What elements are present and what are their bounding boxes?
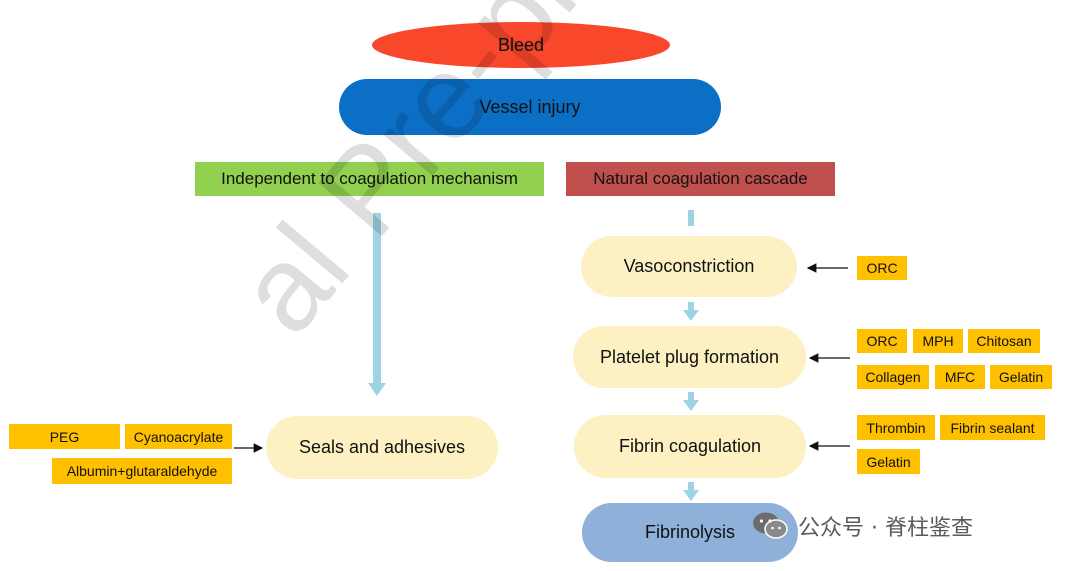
material-tag-chitosan: Chitosan bbox=[968, 329, 1040, 353]
arrow-to-fibrinolysis bbox=[688, 482, 694, 491]
material-tag-fibrin-sealant: Fibrin sealant bbox=[940, 415, 1045, 440]
natural-cascade-header: Natural coagulation cascade bbox=[566, 162, 835, 196]
material-tag-albumin-glutaraldehyde: Albumin+glutaraldehyde bbox=[52, 458, 232, 484]
footer-brand: 公众号 · 脊柱鉴查 bbox=[752, 510, 973, 542]
step-fibrin-coagulation: Fibrin coagulation bbox=[574, 415, 806, 478]
material-tag-orc: ORC bbox=[857, 329, 907, 353]
step-vasoconstriction: Vasoconstriction bbox=[581, 236, 797, 297]
independent-mechanism-header: Independent to coagulation mechanism bbox=[195, 162, 544, 196]
material-tag-orc: ORC bbox=[857, 256, 907, 280]
material-tag-gelatin: Gelatin bbox=[990, 365, 1052, 389]
wechat-icon bbox=[752, 511, 788, 541]
arrow-to-vasoconstriction bbox=[688, 210, 694, 226]
left-flow-arrowhead bbox=[368, 383, 386, 396]
step-platelet-plug-formation: Platelet plug formation bbox=[573, 326, 806, 388]
material-tag-thrombin: Thrombin bbox=[857, 415, 935, 440]
bleed-node: Bleed bbox=[372, 22, 670, 68]
vessel-injury-node: Vessel injury bbox=[339, 79, 721, 135]
left-flow-arrow bbox=[373, 213, 381, 385]
material-tag-mph: MPH bbox=[913, 329, 963, 353]
material-tag-collagen: Collagen bbox=[857, 365, 929, 389]
material-tag-peg: PEG bbox=[9, 424, 120, 449]
material-tag-cyanoacrylate: Cyanoacrylate bbox=[125, 424, 232, 449]
material-tag-gelatin: Gelatin bbox=[857, 449, 920, 474]
footer-brand-text: 公众号 · 脊柱鉴查 bbox=[798, 516, 973, 541]
arrow-to-fibrin bbox=[688, 392, 694, 401]
arrow-to-platelet bbox=[688, 302, 694, 311]
material-tag-mfc: MFC bbox=[935, 365, 985, 389]
seals-adhesives-node: Seals and adhesives bbox=[266, 416, 498, 479]
